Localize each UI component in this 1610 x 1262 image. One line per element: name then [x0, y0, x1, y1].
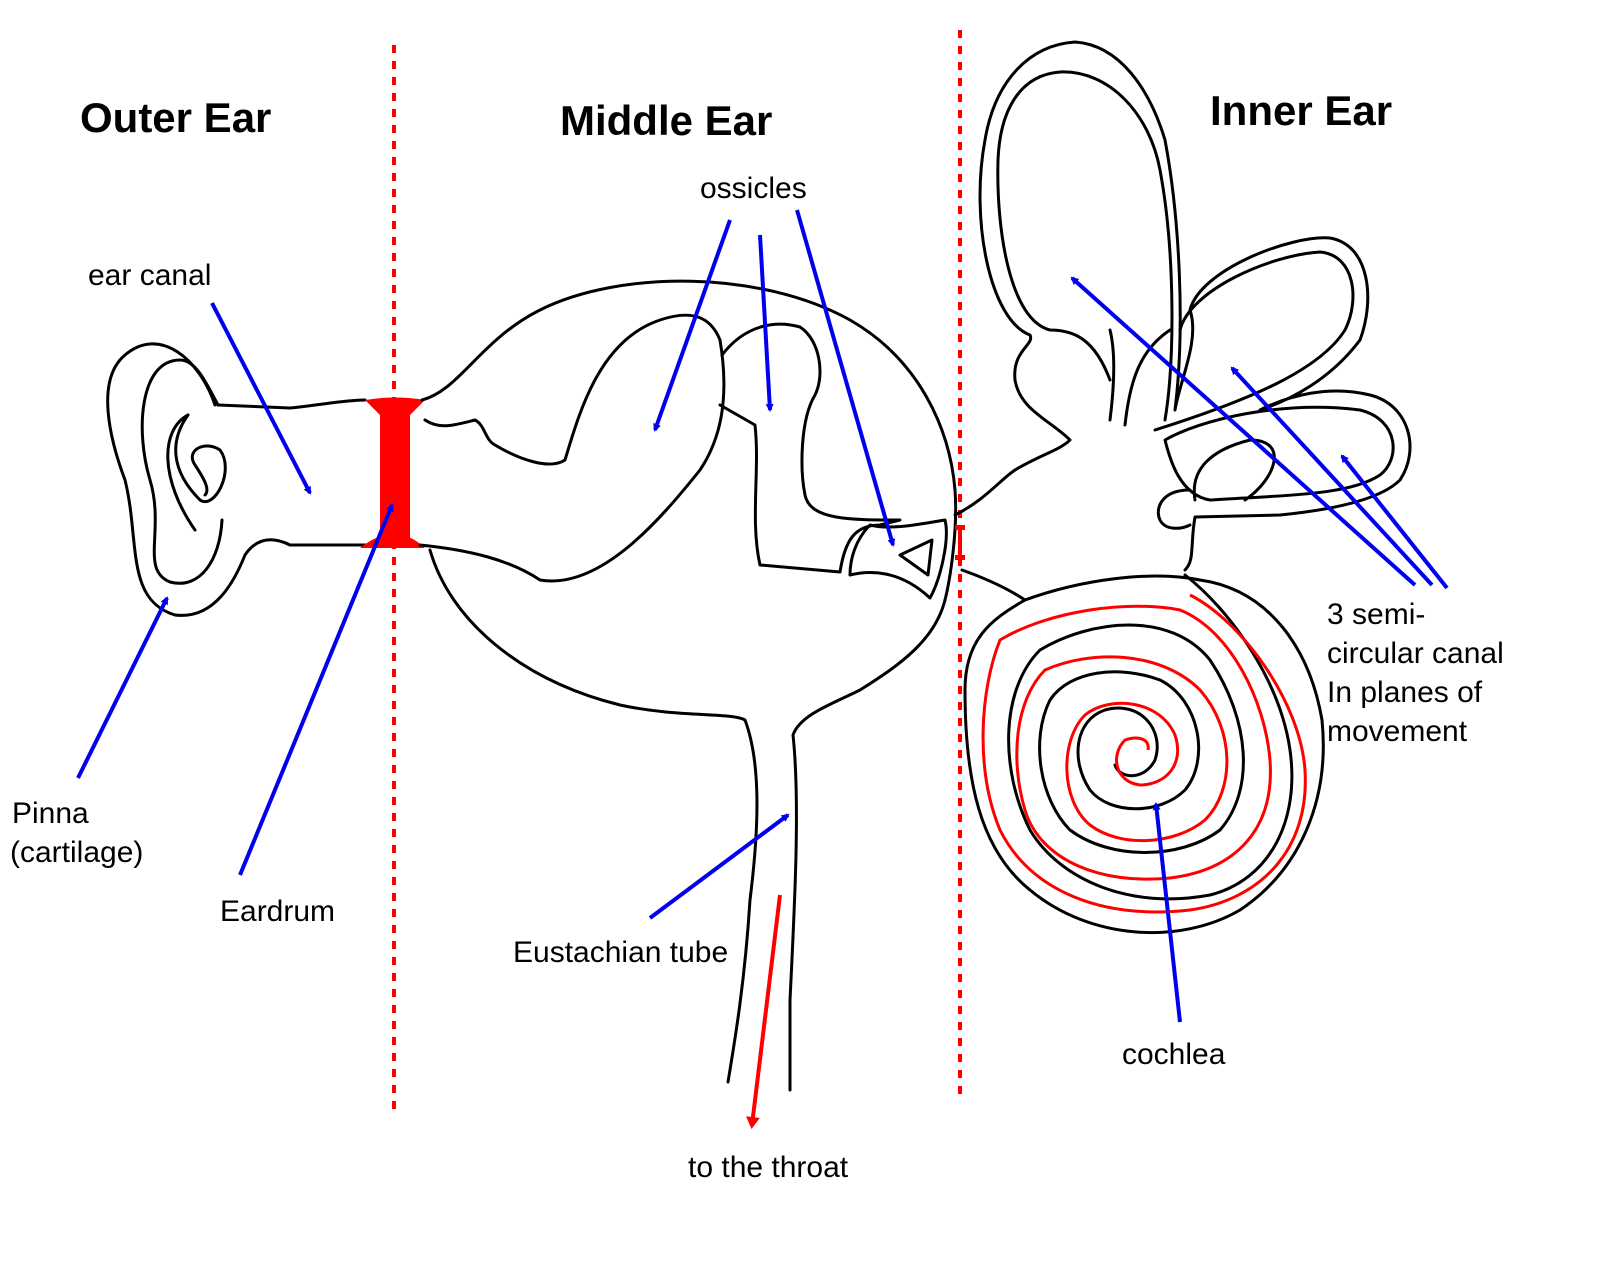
- eustachian-pointer: [648, 813, 790, 920]
- canal-pointer-2: [1230, 366, 1434, 587]
- eardrum-label: Eardrum: [220, 895, 335, 928]
- throat-arrow: [746, 894, 782, 1129]
- semicircular-label-1: 3 semi-: [1327, 598, 1425, 631]
- throat-label: to the throat: [688, 1151, 849, 1184]
- cochlea-spiral: [963, 573, 1325, 935]
- canal-pointer-3: [1340, 454, 1449, 590]
- middle-ear-cavity: [418, 279, 1027, 1092]
- ossicle-pointer-1: [653, 219, 732, 432]
- ossicle-pointer-3: [795, 209, 896, 547]
- eustachian-tube-label: Eustachian tube: [513, 936, 728, 969]
- semicircular-label-3: In planes of: [1327, 676, 1483, 709]
- ossicles-label: ossicles: [700, 172, 807, 205]
- pointer-arrows: [76, 209, 1449, 1023]
- semicircular-label-2: circular canal: [1327, 637, 1504, 670]
- cochlea-label: cochlea: [1122, 1038, 1226, 1071]
- middle-ear-title: Middle Ear: [560, 97, 772, 144]
- canal-pointer-1: [1070, 276, 1417, 587]
- pinna-shape: [106, 342, 367, 617]
- eardrum-shape: [360, 397, 425, 548]
- ear-canal-pointer: [210, 302, 312, 495]
- eardrum-pointer: [238, 503, 394, 876]
- cochlea-pointer: [1152, 802, 1182, 1023]
- ear-canal-label: ear canal: [88, 259, 211, 292]
- outer-ear-title: Outer Ear: [80, 94, 271, 141]
- inner-ear-title: Inner Ear: [1210, 87, 1392, 134]
- pinna-label: Pinna: [12, 797, 89, 830]
- ossicle-pointer-2: [758, 234, 774, 412]
- pinna-sublabel: (cartilage): [10, 836, 143, 869]
- pinna-pointer: [76, 596, 169, 779]
- semicircular-label-4: movement: [1327, 715, 1468, 748]
